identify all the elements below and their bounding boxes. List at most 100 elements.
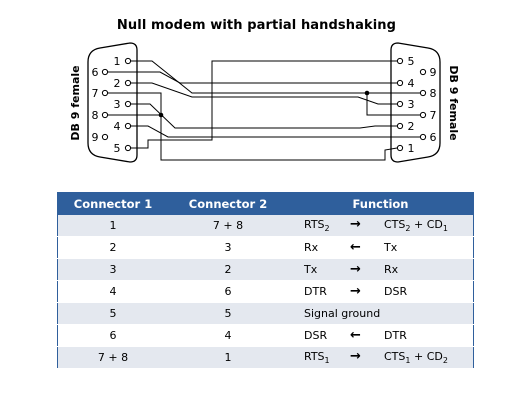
left-pins xyxy=(101,57,132,152)
right-pin-6: 6 xyxy=(430,131,437,144)
wire-l7l8-r1 xyxy=(160,115,398,161)
table-row: 2 3 Rx ← Tx xyxy=(57,236,474,259)
wire-l7-l8-bridge xyxy=(108,92,162,116)
signal-right: DSR xyxy=(384,285,408,298)
wire-l1-r7r8 xyxy=(131,60,367,94)
signal-right-tail: + CD xyxy=(413,350,443,364)
right-connector-label: DB 9 female xyxy=(447,65,460,140)
cell-function: RTS2→CTS2 + CD1 xyxy=(288,215,474,237)
cell-connector-1: 1 xyxy=(57,215,168,237)
wire-l2-r3 xyxy=(131,82,397,105)
right-pin-4: 4 xyxy=(408,77,415,90)
table-row: 4 6 DTR→DSR xyxy=(57,280,474,303)
header-connector-1: Connector 1 xyxy=(57,192,168,215)
left-connector-shell xyxy=(87,42,138,163)
right-junction-dot xyxy=(364,90,370,96)
table-row: 7 + 8 1 RTS1→CTS1 + CD2 xyxy=(57,346,474,369)
cell-connector-2: 2 xyxy=(168,258,288,281)
arrow-right-icon: → xyxy=(350,217,361,233)
signal-right: CTS xyxy=(384,350,406,364)
arrow-right-icon: → xyxy=(350,262,361,277)
right-pin-9: 9 xyxy=(430,66,437,79)
left-pin-7: 7 xyxy=(92,87,99,100)
right-pins xyxy=(396,57,427,152)
header-function: Function xyxy=(288,192,474,215)
right-pin-2: 2 xyxy=(408,120,415,133)
cell-connector-2: 7 + 8 xyxy=(168,215,288,237)
left-pin-5: 5 xyxy=(114,142,121,155)
signal-ground-text: Signal ground xyxy=(304,307,381,320)
cell-connector-2: 6 xyxy=(168,280,288,303)
cell-function: DTR → DSR xyxy=(288,280,474,303)
cell-connector-2: 5 xyxy=(168,302,288,325)
signal-left: RTS xyxy=(304,218,325,232)
table-row: 1 7 + 8 RTS2→CTS2 + CD1 xyxy=(57,215,474,237)
pinout-table: Connector 1 Connector 2 Function 1 7 + 8… xyxy=(57,192,474,369)
cell-function: Rx ← Tx xyxy=(288,236,474,259)
right-connector-shell xyxy=(390,42,441,163)
table-row: 5 5 Signal ground xyxy=(57,302,474,325)
wire-r7-r8-bridge xyxy=(366,92,420,116)
signal-left-sub: 1 xyxy=(324,356,330,366)
cell-connector-2: 4 xyxy=(168,324,288,347)
signal-left: DTR xyxy=(304,285,327,298)
left-pin-6: 6 xyxy=(92,66,99,79)
table-row: 3 2 Tx → Rx xyxy=(57,258,474,281)
cell-connector-1: 3 xyxy=(57,258,168,281)
signal-left: DSR xyxy=(304,329,328,342)
cell-connector-2: 3 xyxy=(168,236,288,259)
right-pin-8: 8 xyxy=(430,87,437,100)
left-pin-1: 1 xyxy=(114,55,121,68)
signal-left: Rx xyxy=(304,241,319,254)
signal-right: Rx xyxy=(384,263,399,276)
left-pin-numbers: 1 2 3 4 5 6 7 8 9 xyxy=(92,55,121,155)
signal-right: CTS xyxy=(384,218,406,232)
right-pin-3: 3 xyxy=(408,98,415,111)
signal-right: Tx xyxy=(384,241,398,254)
right-pin-7: 7 xyxy=(430,109,437,122)
signal-right: DTR xyxy=(384,329,407,342)
arrow-right-icon: → xyxy=(350,349,361,365)
arrow-left-icon: ← xyxy=(350,328,361,343)
wire-l3-r2 xyxy=(131,103,397,129)
left-connector-label: DB 9 female xyxy=(69,65,82,140)
left-pin-8: 8 xyxy=(92,109,99,122)
left-pin-4: 4 xyxy=(114,120,121,133)
left-pin-9: 9 xyxy=(92,131,99,144)
cell-function: Tx → Rx xyxy=(288,258,474,281)
header-connector-2: Connector 2 xyxy=(168,192,288,215)
right-pin-5: 5 xyxy=(408,55,415,68)
cell-connector-1: 7 + 8 xyxy=(57,346,168,369)
wiring-diagram: DB 9 female DB 9 female xyxy=(69,42,460,163)
table-header-row: Connector 1 Connector 2 Function xyxy=(57,192,474,215)
arrow-right-icon: → xyxy=(350,284,361,299)
cell-connector-1: 2 xyxy=(57,236,168,259)
cell-function: RTS1→CTS1 + CD2 xyxy=(288,346,474,369)
signal-right-tail: + CD xyxy=(413,218,443,232)
wires xyxy=(108,60,420,161)
cell-connector-1: 6 xyxy=(57,324,168,347)
cell-connector-1: 5 xyxy=(57,302,168,325)
signal-left: Tx xyxy=(304,263,318,276)
wire-l5-r5 xyxy=(131,60,397,149)
right-pin-numbers: 1 2 3 4 5 6 7 8 9 xyxy=(408,55,437,155)
signal-right-sub: 2 xyxy=(405,224,411,234)
arrow-left-icon: ← xyxy=(350,240,361,255)
signal-right-tail-sub: 1 xyxy=(442,224,448,234)
wire-l6-r4 xyxy=(108,71,397,84)
signal-left: RTS xyxy=(304,350,325,364)
wire-l4-r6 xyxy=(131,125,420,138)
signal-left-sub: 2 xyxy=(324,224,330,234)
left-pin-3: 3 xyxy=(114,98,121,111)
left-pin-2: 2 xyxy=(114,77,121,90)
cell-function: DSR ← DTR xyxy=(288,324,474,347)
signal-right-sub: 1 xyxy=(405,356,411,366)
table-row: 6 4 DSR ← DTR xyxy=(57,324,474,347)
cell-connector-2: 1 xyxy=(168,346,288,369)
cell-function: Signal ground xyxy=(288,302,474,325)
right-pin-1: 1 xyxy=(408,142,415,155)
diagram-title: Null modem with partial handshaking xyxy=(116,18,397,33)
signal-right-tail-sub: 2 xyxy=(442,356,448,366)
left-junction-dot xyxy=(158,112,164,118)
